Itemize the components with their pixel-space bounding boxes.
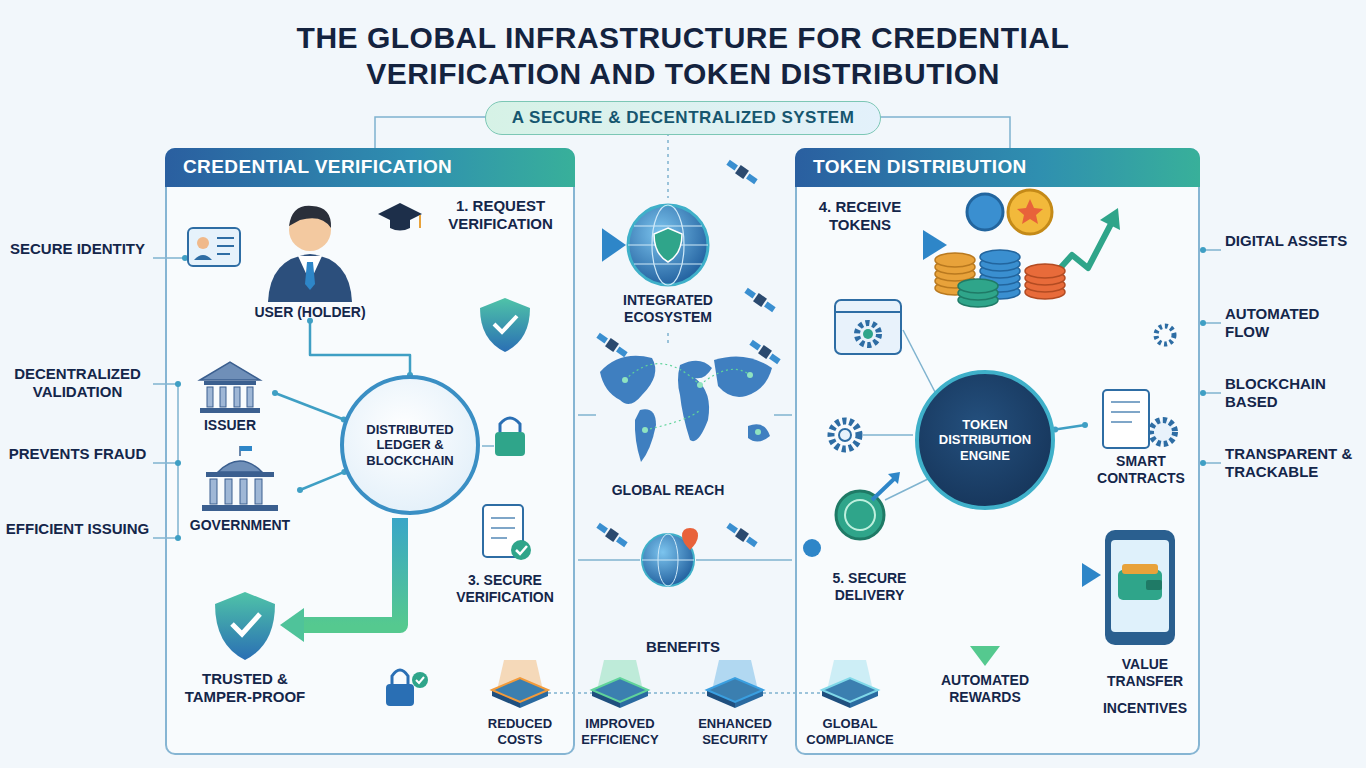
- satellite: [743, 286, 777, 314]
- shape: [605, 528, 619, 542]
- shape: [605, 338, 619, 352]
- satellite: [725, 521, 759, 549]
- contract-icon: SMART CONTRACTS: [1085, 385, 1197, 487]
- government-icon: GOVERNMENT: [180, 442, 300, 534]
- issuer-icon: ISSUER: [185, 358, 275, 434]
- panel-heading: TOKEN DISTRIBUTION: [795, 148, 1200, 187]
- shape: [744, 288, 756, 299]
- connector-path: [310, 321, 410, 375]
- shape: [753, 293, 767, 307]
- shape: [758, 345, 772, 359]
- satellite: [725, 158, 759, 186]
- text-label: BLOCKCHAIN BASED: [1225, 375, 1360, 411]
- connector-path: [275, 393, 344, 419]
- ledger-circle: DISTRIBUTED LEDGER & BLOCKCHAIN: [340, 375, 480, 515]
- text-label: TRANSPARENT & TRACKABLE: [1225, 445, 1360, 481]
- shape: [735, 528, 749, 542]
- text-label: IMPROVED EFFICIENCY: [572, 716, 668, 747]
- shape: [746, 537, 758, 548]
- text-label: AUTOMATED REWARDS: [925, 672, 1045, 706]
- user-icon: USER (HOLDER): [245, 190, 375, 321]
- satellite: [595, 521, 629, 549]
- connector-line: [297, 469, 347, 493]
- text-label: DIGITAL ASSETS: [1225, 232, 1360, 250]
- text-label: ENHANCED SECURITY: [687, 716, 783, 747]
- text-label: GLOBAL REACH: [598, 482, 738, 499]
- flow-arrow: [375, 228, 626, 262]
- text-label: PREVENTS FRAUD: [5, 445, 150, 463]
- shape: [769, 354, 781, 365]
- diagram-title: THE GLOBAL INFRASTRUCTURE FOR CREDENTIAL…: [183, 20, 1183, 92]
- connector-line: [307, 318, 413, 378]
- shape: [616, 347, 628, 358]
- text-label: BENEFITS: [633, 638, 733, 656]
- node-label: INTEGRATED ECOSYSTEM: [603, 292, 733, 326]
- text-label: AUTOMATED FLOW: [1225, 305, 1360, 341]
- connector-path: [375, 238, 602, 252]
- text-label: VALUE TRANSFER: [1095, 656, 1195, 690]
- text-label: TRUSTED & TAMPER-PROOF: [170, 670, 320, 706]
- shape: [726, 523, 738, 534]
- text-label: EFFICIENT ISSUING: [5, 520, 150, 538]
- hub-globe: INTEGRATED ECOSYSTEM: [603, 200, 733, 326]
- shape: [726, 160, 738, 171]
- edge-label: 1. REQUEST VERIFICATION: [436, 197, 566, 233]
- shape: [764, 302, 776, 313]
- node-label: ISSUER: [185, 417, 275, 434]
- star-coin: [1008, 190, 1052, 234]
- shape: [749, 340, 761, 351]
- star: [1017, 199, 1043, 224]
- coin: [967, 194, 1003, 230]
- text-label: REDUCED COSTS: [472, 716, 568, 747]
- panel-heading: CREDENTIAL VERIFICATION: [165, 148, 575, 187]
- coin: [935, 253, 975, 267]
- coin: [980, 250, 1020, 264]
- node-label: TOKEN DISTRIBUTION ENGINE: [929, 417, 1041, 464]
- text-label: 4. RECEIVE TOKENS: [800, 198, 920, 234]
- text-label: INCENTIVES: [1095, 700, 1195, 717]
- section-panel: CREDENTIAL VERIFICATION USER (HOLDER) ISSU…: [165, 148, 575, 755]
- arrowhead: [602, 228, 626, 262]
- subtitle-pill: A SECURE & DECENTRALIZED SYSTEM: [485, 101, 882, 135]
- connector-line: [272, 390, 347, 422]
- coin: [958, 279, 998, 293]
- shape: [616, 537, 628, 548]
- joint-dot: [297, 487, 303, 493]
- text-label: SECURE IDENTITY: [5, 240, 150, 258]
- tile-top: [492, 678, 548, 702]
- node-label: USER (HOLDER): [245, 304, 375, 321]
- joint-dot: [1082, 422, 1088, 428]
- tile-top: [707, 678, 763, 702]
- satellite: [595, 331, 629, 359]
- node-label: A SECURE & DECENTRALIZED SYSTEM: [512, 108, 855, 128]
- text-label: GLOBAL COMPLIANCE: [802, 716, 898, 747]
- connector-line: [1052, 422, 1088, 432]
- shape: [735, 165, 749, 179]
- coin: [1025, 264, 1065, 278]
- engine-circle: TOKEN DISTRIBUTION ENGINE: [915, 370, 1055, 510]
- node-label: DISTRIBUTED LEDGER & BLOCKCHAIN: [354, 422, 466, 469]
- joint-dot: [272, 390, 278, 396]
- text-label: DECENTRALIZED VALIDATION: [5, 365, 150, 401]
- tile-top: [592, 678, 648, 702]
- node-label: GOVERNMENT: [180, 517, 300, 534]
- shape: [746, 174, 758, 185]
- connector-path: [300, 472, 344, 490]
- satellite: [748, 338, 782, 366]
- text-label: 5. SECURE DELIVERY: [812, 570, 927, 604]
- shape: [596, 523, 608, 534]
- connector-path: [1055, 425, 1085, 429]
- node-label: SMART CONTRACTS: [1085, 453, 1197, 487]
- tile-top: [822, 678, 878, 702]
- text-label: 3. SECURE VERIFICATION: [445, 572, 565, 606]
- shape: [596, 333, 608, 344]
